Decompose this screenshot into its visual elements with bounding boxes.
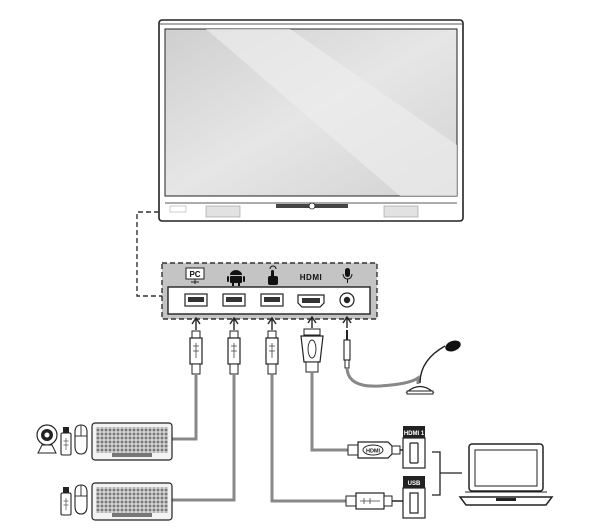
hdmi-port bbox=[297, 294, 325, 308]
keyboard-icon bbox=[91, 422, 173, 461]
usb-plug-3 bbox=[265, 316, 279, 375]
usb-label: USB bbox=[408, 481, 421, 487]
hdmi1-label: HDMI 1 bbox=[404, 431, 425, 437]
speaker-grille-right bbox=[383, 205, 419, 218]
laptop-bracket bbox=[432, 451, 462, 496]
usb-port-touch bbox=[260, 293, 284, 307]
display-to-panel-dashed-link bbox=[136, 211, 162, 297]
usb-stick-icon bbox=[60, 427, 72, 456]
pc-label: PC bbox=[189, 270, 200, 279]
connection-panel: PC HDMI bbox=[161, 262, 378, 320]
hdmi-plug-label: HDMI bbox=[366, 449, 381, 455]
front-buttons bbox=[276, 202, 348, 210]
cables bbox=[172, 372, 348, 503]
laptop-icon bbox=[458, 443, 554, 506]
keyboard-icon-2 bbox=[91, 482, 173, 521]
laptop-usb-port-box: USB bbox=[402, 476, 426, 519]
usb-stick-icon-2 bbox=[60, 487, 72, 516]
microphone-icon bbox=[342, 268, 353, 283]
hdmi-port-label: HDMI bbox=[300, 273, 322, 282]
webcam-icon bbox=[36, 424, 58, 454]
cable-hdmi-laptop bbox=[310, 372, 348, 452]
mouse-icon-2 bbox=[74, 484, 88, 515]
usb-plug-1 bbox=[189, 316, 203, 375]
pc-icon: PC bbox=[185, 267, 205, 284]
interactive-display bbox=[158, 19, 464, 222]
usb-plug-2 bbox=[227, 316, 241, 375]
laptop-hdmi-port-box: HDMI 1 bbox=[402, 426, 426, 469]
audio-jack-port bbox=[339, 292, 355, 308]
cable-keyboard-2 bbox=[172, 374, 236, 502]
hdmi-icon: HDMI bbox=[300, 273, 322, 282]
android-icon bbox=[227, 270, 245, 286]
cable-keyboard-1 bbox=[172, 374, 198, 441]
usb-port-pc bbox=[184, 293, 208, 307]
usb-plug-side bbox=[345, 492, 416, 510]
hdmi-plug-top bbox=[300, 315, 324, 373]
screen-glare bbox=[206, 29, 457, 196]
touch-icon bbox=[268, 265, 278, 285]
desk-microphone bbox=[345, 340, 461, 395]
usb-port-android bbox=[222, 293, 246, 307]
cable-usb-laptop bbox=[270, 374, 346, 503]
mouse-icon bbox=[74, 424, 88, 455]
audio-plug bbox=[342, 315, 352, 369]
speaker-grille-left bbox=[205, 205, 241, 218]
